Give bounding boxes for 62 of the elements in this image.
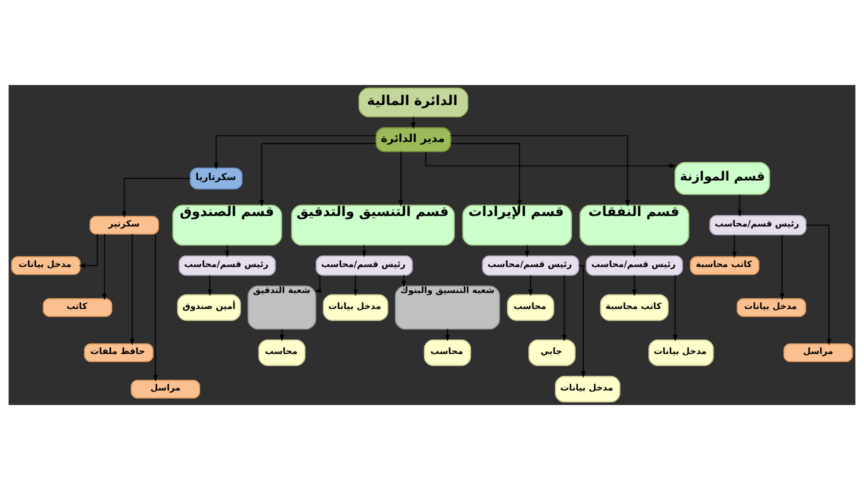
arrow [780, 234, 784, 300]
arrow [524, 244, 530, 258]
arrow [398, 151, 404, 207]
node-box: شعبة التدقيق [248, 286, 316, 330]
node-box: مراسل [783, 343, 853, 362]
arrow [153, 234, 158, 382]
arrow [450, 135, 630, 207]
node-box: الدائرة المالية [358, 88, 468, 118]
node-box: قسم الموازنة [674, 162, 770, 195]
node-box: كاتب محاسبة [600, 294, 669, 321]
node-box: كاتب محاسبة [690, 256, 760, 275]
node-box: رئيس قسم/محاسب [178, 256, 276, 276]
arrow [632, 274, 637, 296]
arrow [806, 224, 832, 346]
arrow [259, 143, 376, 207]
arrow [314, 274, 322, 294]
arrow [578, 265, 586, 378]
arrow [672, 274, 678, 342]
arrow [353, 274, 358, 296]
node-box: مراسل [130, 380, 200, 398]
node-box: سكرتير [90, 216, 159, 234]
node-box: سكرتاريا [190, 168, 242, 190]
arrow [737, 194, 742, 217]
arrow [732, 234, 737, 258]
node-box: قسم الإيرادات [462, 204, 572, 246]
arrow [445, 328, 450, 342]
node-box: قسم التنسيق والتدقيق [291, 204, 455, 246]
arrow [450, 143, 522, 207]
node-box: رئيس قسم/محاسب [316, 256, 413, 276]
arrow [425, 151, 676, 168]
node-box: قسم الصندوق [172, 204, 282, 246]
node-box: مدخل بيانات [322, 294, 388, 321]
arrow [528, 274, 533, 296]
arrow [411, 116, 416, 130]
node-box: محاسب [507, 294, 554, 321]
arrow [130, 234, 135, 346]
node-box: كاتب [42, 298, 112, 317]
node-box: مدخل بيانات [11, 256, 81, 275]
node-box: مدير الدائرة [376, 127, 452, 152]
node-box: مدخل بيانات [648, 339, 714, 366]
node-box: رئيس قسم/محاسب [586, 256, 683, 276]
node-box: شعبه التنسيق والبنوك [394, 286, 500, 330]
node-box: مدخل بيانات [554, 376, 620, 402]
node-box: محاسب [424, 339, 472, 366]
arrow [632, 244, 637, 258]
arrow [214, 135, 377, 170]
node-box: محاسب [258, 339, 306, 366]
arrow [562, 274, 567, 342]
arrow [102, 234, 107, 300]
arrow [280, 328, 284, 342]
arrow [362, 244, 367, 258]
node-box: أمين صندوق [177, 294, 241, 321]
node-box: قسم النفقات [580, 204, 690, 246]
node-box: جابي [528, 339, 576, 366]
arrow [402, 274, 406, 288]
arrow [78, 234, 98, 268]
arrow [122, 178, 191, 218]
arrow [208, 274, 212, 296]
node-box: حافظ ملفات [84, 343, 154, 362]
node-box: مدخل بيانات [736, 298, 806, 317]
node-box: رئيس قسم/محاسب [709, 215, 806, 236]
node-box: رئيس قسم/محاسب [482, 256, 580, 276]
